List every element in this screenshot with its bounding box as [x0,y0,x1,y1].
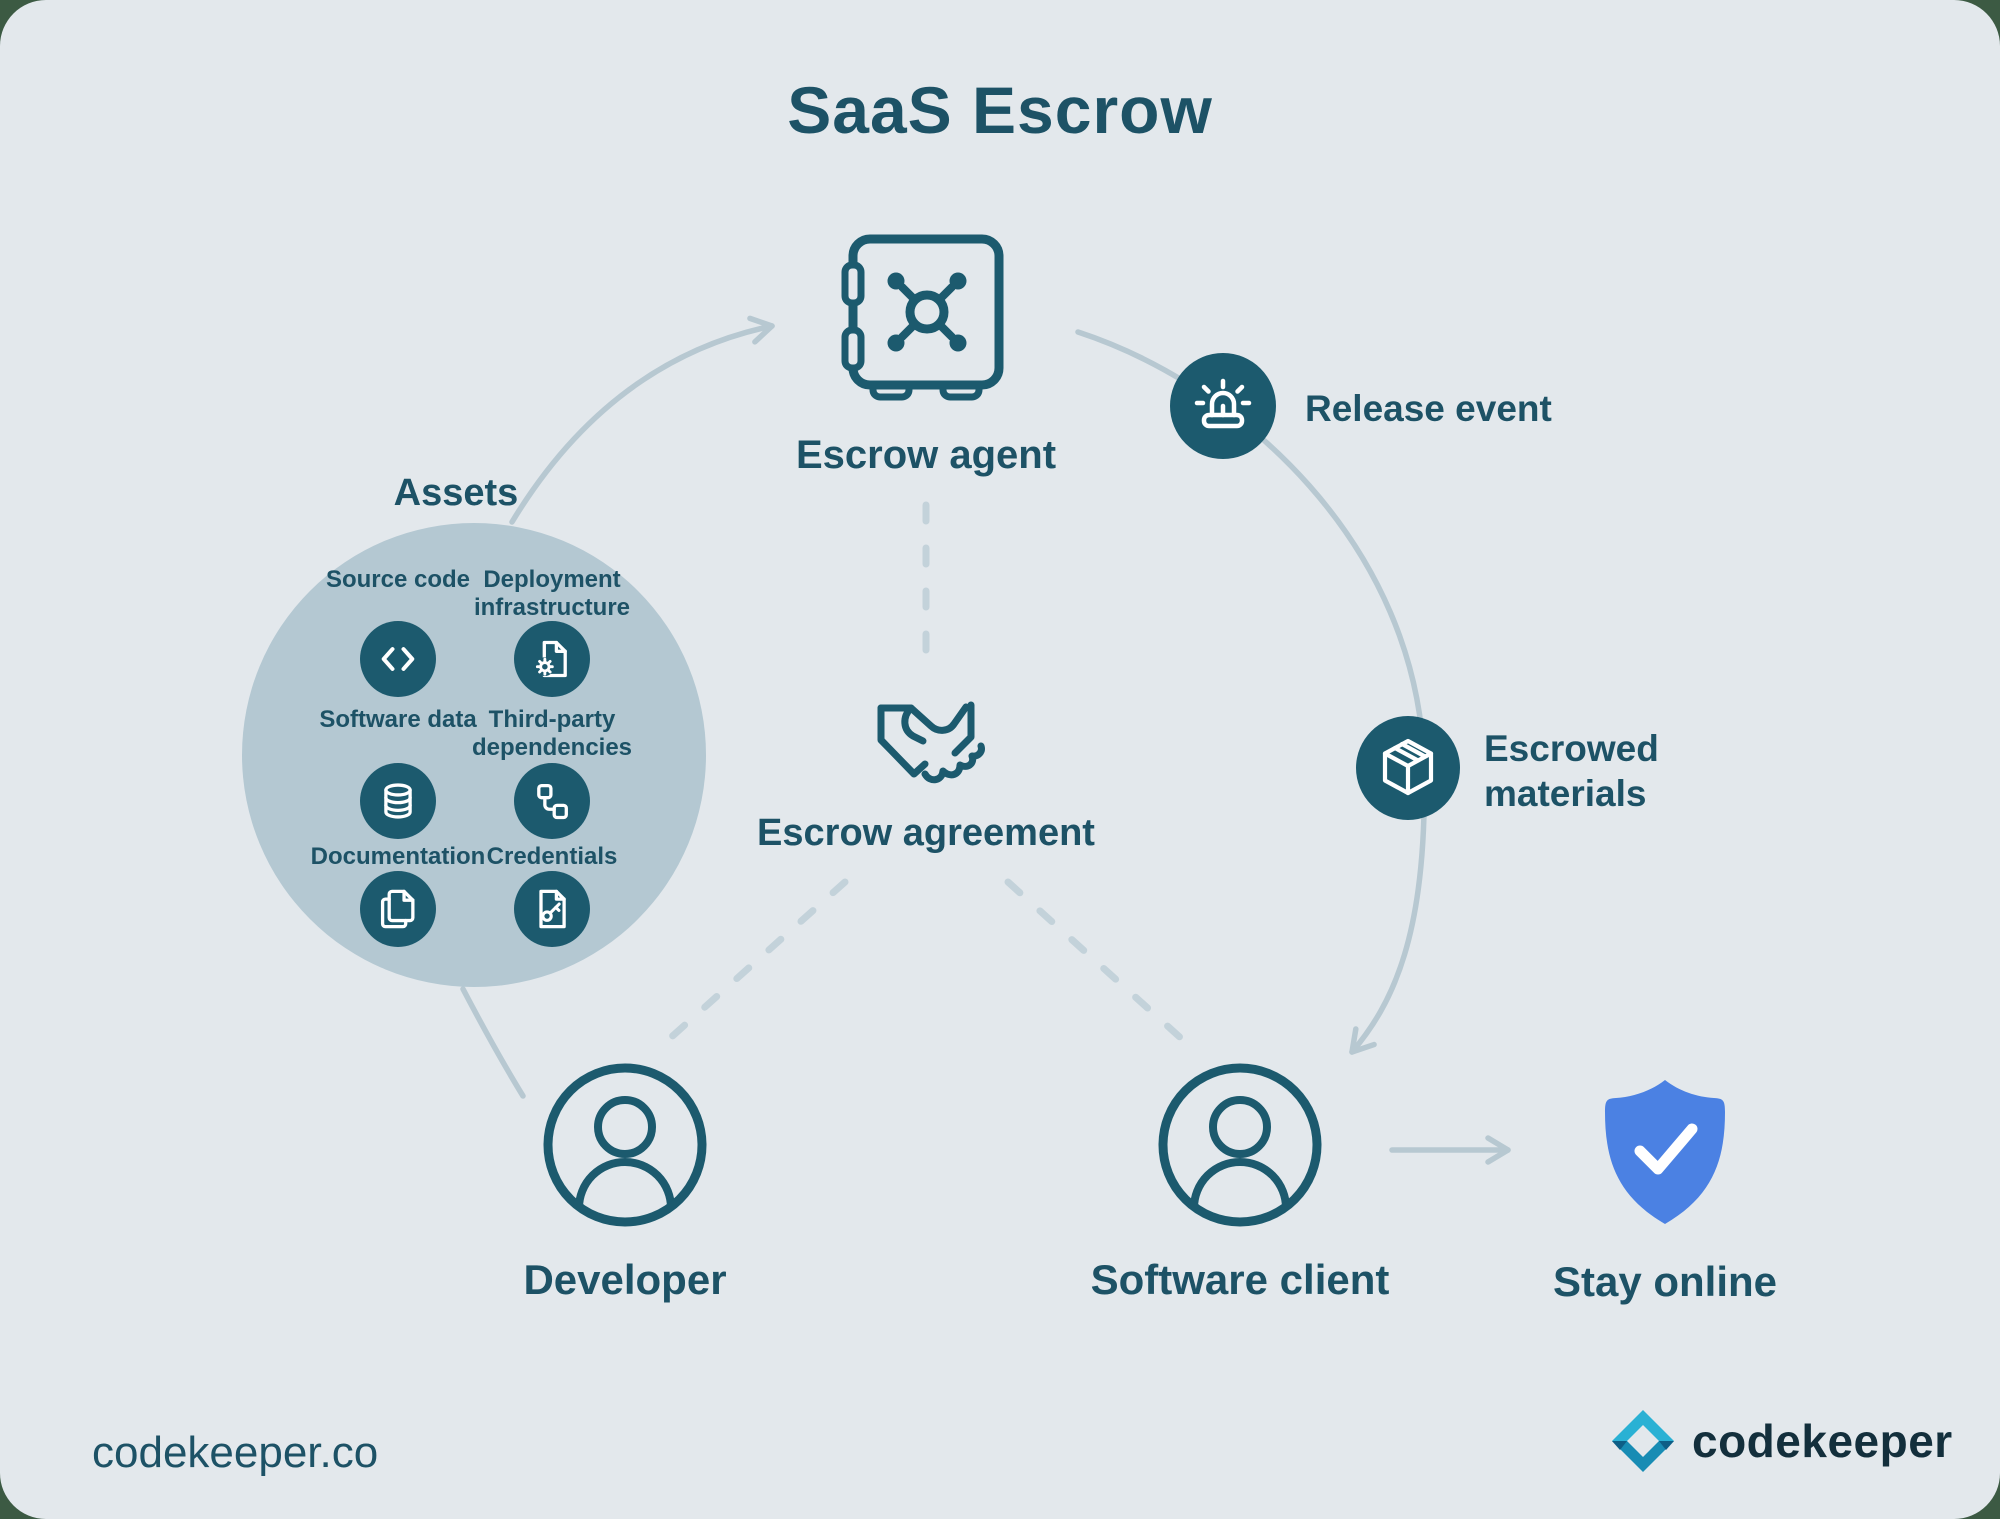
escrow-agreement-label: Escrow agreement [757,812,1095,854]
escrow-agent-label: Escrow agent [795,433,1057,477]
release-event-badge [1170,353,1276,459]
nodes-link-icon [514,763,590,839]
agreement-to-developer-dashed-line [664,878,849,1044]
software-client-person-icon [1158,1063,1322,1227]
release-event-label: Release event [1305,388,1552,429]
assets-title: Assets [393,472,519,514]
website-url: codekeeper.co [92,1428,379,1477]
assets-circle [242,523,706,987]
escrowed-materials-label: Escrowed materials [1484,728,1659,814]
agreement-to-client-dashed-line [1004,878,1187,1044]
shield-check-icon [1605,1080,1725,1224]
asset-label-documentation: Documentation [310,843,486,870]
developer-to-assets-line [460,986,526,1099]
developer-label: Developer [523,1256,727,1303]
asset-label-software-data: Software data [319,706,477,733]
codekeeper-logo-icon [1612,1410,1674,1472]
handshake-icon [877,701,985,784]
alarm-icon [1194,378,1252,429]
documents-icon [360,871,436,947]
software-client-label: Software client [1090,1256,1390,1303]
package-icon [1382,738,1434,796]
escrowed-materials-badge [1356,716,1460,820]
vault-icon [841,234,1004,401]
document-gear-icon [514,621,590,697]
page-title: SaaS Escrow [787,73,1213,147]
document-key-icon [514,871,590,947]
stay-online-label: Stay online [1552,1258,1778,1305]
asset-label-source-code: Source code [325,566,471,593]
developer-person-icon [543,1063,707,1227]
database-icon [360,763,436,839]
asset-label-third-party: Third-party dependencies [471,706,633,761]
asset-label-credentials: Credentials [486,843,618,870]
asset-label-deployment: Deployment infrastructure [473,566,631,621]
codekeeper-logo-text: codekeeper [1692,1415,1953,1467]
code-icon [360,621,436,697]
assets-to-agent-arrow [509,315,775,525]
